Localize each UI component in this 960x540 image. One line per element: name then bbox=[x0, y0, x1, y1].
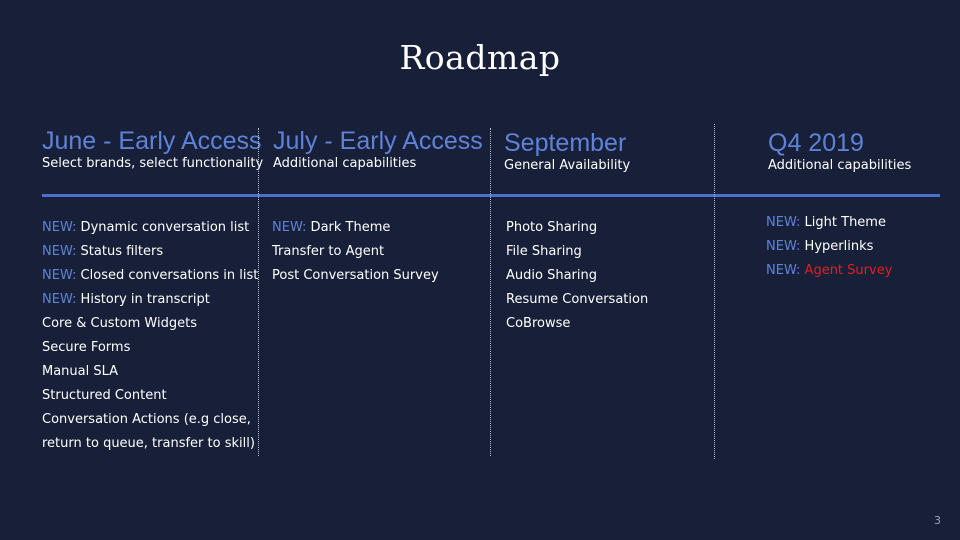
list-item: Post Conversation Survey bbox=[272, 264, 439, 288]
column-heading: Q4 2019 bbox=[768, 129, 864, 157]
page-number: 3 bbox=[934, 514, 941, 527]
list-item-text: Status filters bbox=[76, 244, 164, 259]
column-heading: July - Early Access bbox=[273, 127, 483, 155]
list-item: Transfer to Agent bbox=[272, 240, 439, 264]
timeline-bar bbox=[42, 194, 940, 197]
list-item: NEW: Hyperlinks bbox=[766, 235, 892, 259]
list-item-text: Audio Sharing bbox=[506, 268, 597, 283]
list-item: NEW: Closed conversations in list bbox=[42, 264, 258, 288]
list-item: Conversation Actions (e.g close, bbox=[42, 408, 258, 432]
new-tag: NEW: bbox=[766, 263, 801, 278]
list-item-text: Secure Forms bbox=[42, 340, 131, 355]
new-tag: NEW: bbox=[42, 220, 77, 235]
slide-title: Roadmap bbox=[399, 38, 561, 77]
list-item: Photo Sharing bbox=[506, 216, 648, 240]
column-divider bbox=[714, 124, 715, 459]
list-item: NEW: History in transcript bbox=[42, 288, 258, 312]
list-item-text: History in transcript bbox=[76, 292, 210, 307]
list-item: Structured Content bbox=[42, 384, 258, 408]
list-item-text: Conversation Actions (e.g close, bbox=[42, 412, 251, 427]
column-header-september: September General Availability bbox=[504, 129, 630, 175]
list-item-text: Transfer to Agent bbox=[272, 244, 385, 259]
new-tag: NEW: bbox=[766, 215, 801, 230]
list-item: File Sharing bbox=[506, 240, 648, 264]
new-tag: NEW: bbox=[42, 292, 77, 307]
list-item-text: CoBrowse bbox=[506, 316, 571, 331]
list-item-text: Core & Custom Widgets bbox=[42, 316, 197, 331]
list-item-text: Post Conversation Survey bbox=[272, 268, 439, 283]
list-item-text: Structured Content bbox=[42, 388, 167, 403]
list-item-text: File Sharing bbox=[506, 244, 582, 259]
list-item-text: return to queue, transfer to skill) bbox=[42, 436, 255, 451]
column-subheading: Select brands, select functionality bbox=[42, 156, 264, 171]
new-tag: NEW: bbox=[42, 268, 77, 283]
list-item: CoBrowse bbox=[506, 312, 648, 336]
list-item-text: Hyperlinks bbox=[800, 239, 874, 254]
list-item: return to queue, transfer to skill) bbox=[42, 432, 258, 456]
column-header-q4: Q4 2019 Additional capabilities bbox=[768, 129, 911, 175]
column-subheading: General Availability bbox=[504, 158, 631, 173]
list-item-text: Closed conversations in list bbox=[76, 268, 259, 283]
list-item: NEW: Status filters bbox=[42, 240, 258, 264]
column-heading: September bbox=[504, 129, 627, 157]
list-item-text: Agent Survey bbox=[800, 263, 893, 278]
list-item: NEW: Light Theme bbox=[766, 211, 892, 235]
list-item-text: Manual SLA bbox=[42, 364, 119, 379]
list-item: Manual SLA bbox=[42, 360, 258, 384]
list-item-text: Dark Theme bbox=[306, 220, 391, 235]
list-item: Core & Custom Widgets bbox=[42, 312, 258, 336]
list-item-text: Resume Conversation bbox=[506, 292, 649, 307]
new-tag: NEW: bbox=[766, 239, 801, 254]
list-item-text: Dynamic conversation list bbox=[76, 220, 250, 235]
column-divider bbox=[490, 128, 491, 456]
list-item: Resume Conversation bbox=[506, 288, 648, 312]
column-subheading: Additional capabilities bbox=[768, 158, 912, 173]
new-tag: NEW: bbox=[42, 244, 77, 259]
list-item: Secure Forms bbox=[42, 336, 258, 360]
new-tag: NEW: bbox=[272, 220, 307, 235]
list-item: NEW: Agent Survey bbox=[766, 259, 892, 283]
list-item: Audio Sharing bbox=[506, 264, 648, 288]
list-item-text: Light Theme bbox=[800, 215, 886, 230]
column-header-july: July - Early Access Additional capabilit… bbox=[273, 127, 483, 173]
column-header-june: June - Early Access Select brands, selec… bbox=[42, 127, 263, 173]
column-divider bbox=[258, 128, 259, 456]
column-heading: June - Early Access bbox=[42, 127, 262, 155]
list-item-text: Photo Sharing bbox=[506, 220, 598, 235]
column-subheading: Additional capabilities bbox=[273, 156, 417, 171]
list-item: NEW: Dark Theme bbox=[272, 216, 439, 240]
list-item: NEW: Dynamic conversation list bbox=[42, 216, 258, 240]
